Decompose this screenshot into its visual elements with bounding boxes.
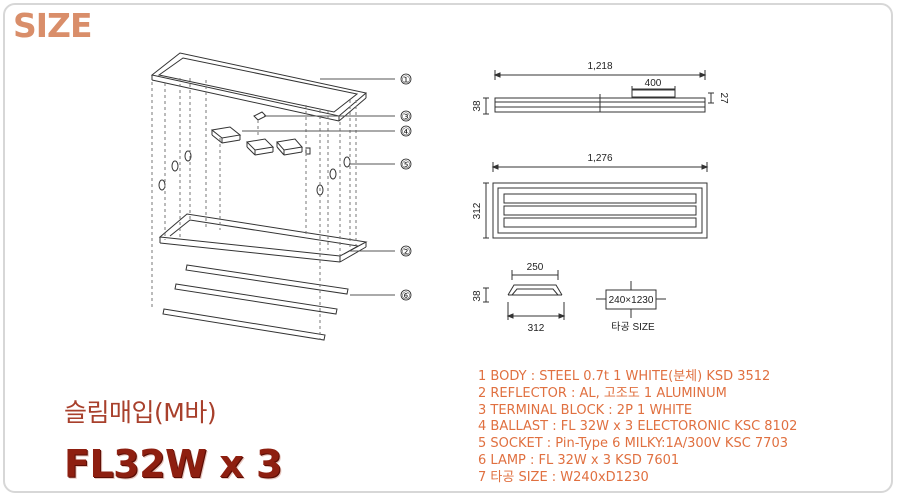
- spec-item: 6 LAMP : FL 32W x 3 KSD 7601: [478, 452, 680, 468]
- product-spec: FL32W x 3: [64, 442, 282, 486]
- callout-3: ③: [402, 112, 411, 123]
- ballasts: [210, 126, 311, 156]
- callout-1: ①: [402, 75, 411, 86]
- spec-item: 4 BALLAST : FL 32W x 3 ELECTORONIC KSC 8…: [478, 419, 798, 435]
- callout-circle: [400, 245, 412, 257]
- plan-overall-width: 1,276: [587, 153, 612, 164]
- leader-lines: [242, 78, 395, 296]
- exploded-view: [150, 52, 395, 341]
- section-height: 38: [472, 290, 483, 302]
- reflector: [158, 213, 368, 263]
- callout-5: ⑤: [402, 160, 411, 171]
- section-bottom-width: 312: [528, 323, 545, 334]
- spec-item: 3 TERMINAL BLOCK : 2P 1 WHITE: [478, 402, 693, 418]
- spec-item: 5 SOCKET : Pin-Type 6 MILKY:1A/300V KSC …: [478, 436, 788, 452]
- cutout-label: 타공 SIZE: [611, 321, 655, 333]
- projection-lines: [151, 78, 357, 340]
- callouts: ① ③ ④ ⑤ ② ⑥: [400, 73, 412, 302]
- spec-list: 1 BODY : STEEL 0.7t 1 WHITE(분체) KSD 3512…: [478, 369, 797, 487]
- product-name: 슬림매입(M바): [64, 398, 217, 427]
- callout-circle: [400, 158, 412, 170]
- section-top-width: 250: [527, 262, 544, 273]
- lamps: [162, 264, 349, 341]
- callout-circle: [400, 125, 412, 137]
- cutout-size: 240×1230: [609, 295, 654, 306]
- section-view: [483, 270, 566, 320]
- body-frame: [150, 52, 368, 122]
- plan-height: 312: [472, 202, 483, 219]
- callout-4: ④: [402, 127, 411, 138]
- side-view: [483, 70, 714, 115]
- page-title: SIZE: [13, 6, 93, 45]
- callout-circle: [400, 110, 412, 122]
- callout-6: ⑥: [402, 291, 411, 302]
- callout-2: ②: [402, 247, 411, 258]
- callout-circle: [400, 289, 412, 301]
- page-frame: [3, 3, 893, 493]
- spec-item: 2 REFLECTOR : AL, 고조도 1 ALUMINUM: [478, 385, 727, 401]
- spec-item: 7 타공 SIZE : W240xD1230: [478, 469, 649, 485]
- cutout-box: [596, 281, 666, 318]
- callout-circle: [400, 73, 412, 85]
- spec-item: 1 BODY : STEEL 0.7t 1 WHITE(분체) KSD 3512: [478, 369, 771, 384]
- side-height: 38: [472, 100, 483, 112]
- sockets: [158, 150, 351, 196]
- side-inner-width: 400: [645, 78, 662, 89]
- side-overall-width: 1,218: [587, 61, 612, 72]
- side-step: 27: [718, 92, 729, 104]
- plan-view: [483, 162, 709, 239]
